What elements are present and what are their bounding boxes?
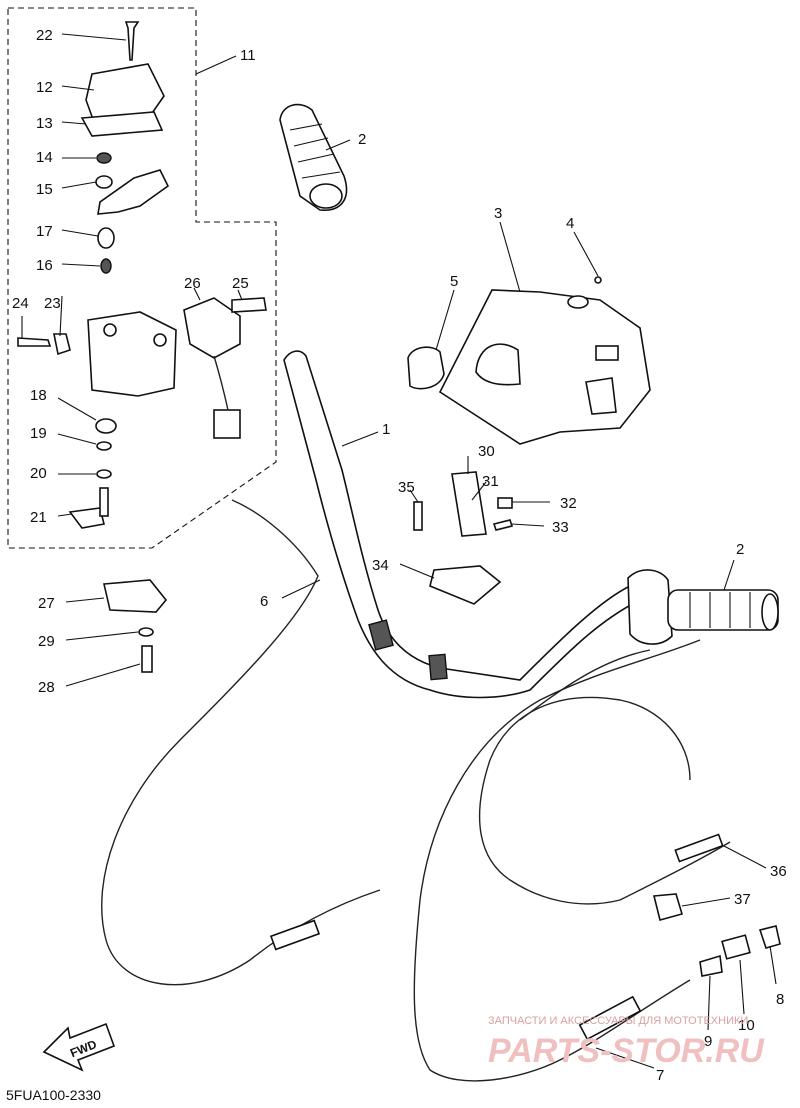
adjuster-10 xyxy=(721,934,751,960)
nut-8 xyxy=(758,925,781,949)
callout-34: 34 xyxy=(372,557,389,574)
callout-31: 31 xyxy=(482,473,499,490)
callout-16: 16 xyxy=(36,257,53,274)
watermark-line1: ЗАПЧАСТИ И АКСЕССУАРЫ ДЛЯ МОТОТЕХНИКИ xyxy=(488,1015,748,1027)
callout-11: 11 xyxy=(240,47,256,64)
adjuster-lower-right xyxy=(578,995,642,1041)
diagram-code: 5FUA100-2330 xyxy=(6,1087,101,1103)
callout-35: 35 xyxy=(398,479,415,496)
callout-14: 14 xyxy=(36,149,53,166)
left-grip xyxy=(279,103,348,211)
callout-9: 9 xyxy=(704,1033,712,1050)
callout-4: 4 xyxy=(566,215,574,232)
callout-10: 10 xyxy=(738,1017,755,1034)
callout-20: 20 xyxy=(30,465,47,482)
callout-17: 17 xyxy=(36,223,53,240)
callout-22: 22 xyxy=(36,27,53,44)
screw-4 xyxy=(594,276,602,284)
callout-13: 13 xyxy=(36,115,53,132)
callout-30: 30 xyxy=(478,443,495,460)
callout-32: 32 xyxy=(560,495,577,512)
callout-18: 18 xyxy=(30,387,47,404)
callout-2-top: 2 xyxy=(358,131,366,148)
callout-21: 21 xyxy=(30,509,47,526)
watermark-line2: PARTS-STOR.RU xyxy=(488,1032,765,1070)
leader-lines xyxy=(21,33,777,1069)
fwd-arrow-icon: FWD xyxy=(42,1022,116,1072)
lever-bracket xyxy=(413,471,514,605)
switch-housing xyxy=(87,297,241,439)
callout-6: 6 xyxy=(260,593,268,610)
callout-15: 15 xyxy=(36,181,53,198)
callout-23: 23 xyxy=(44,295,61,312)
cable-6 xyxy=(101,499,381,986)
callout-2-right: 2 xyxy=(736,541,744,558)
callout-26: 26 xyxy=(184,275,201,292)
group-boundary-11 xyxy=(7,7,277,549)
cable-36 xyxy=(478,696,731,905)
callout-3: 3 xyxy=(494,205,502,222)
cable-upper xyxy=(519,649,651,721)
callout-numbers: 22 11 12 13 14 15 17 16 24 23 26 25 18 1… xyxy=(12,27,787,1084)
callout-36: 36 xyxy=(770,863,787,880)
callout-8: 8 xyxy=(776,991,784,1008)
watermark: ЗАПЧАСТИ И АКСЕССУАРЫ ДЛЯ МОТОТЕХНИКИ PA… xyxy=(488,1015,765,1070)
callout-1: 1 xyxy=(382,421,390,438)
callout-24: 24 xyxy=(12,295,29,312)
adjuster-lower-left xyxy=(269,919,321,951)
clamp-37 xyxy=(652,893,684,921)
callout-12: 12 xyxy=(36,79,53,96)
callout-19: 19 xyxy=(30,425,47,442)
callout-29: 29 xyxy=(38,633,55,650)
callout-37: 37 xyxy=(734,891,751,908)
callout-33: 33 xyxy=(552,519,569,536)
callout-7: 7 xyxy=(656,1067,664,1084)
spring-9 xyxy=(699,954,723,977)
adjuster-36 xyxy=(674,833,724,863)
meter-lens xyxy=(407,346,445,390)
callout-27: 27 xyxy=(38,595,55,612)
callout-25: 25 xyxy=(232,275,249,292)
right-grip xyxy=(627,569,779,645)
callout-28: 28 xyxy=(38,679,55,696)
left-hardware xyxy=(17,21,267,673)
callout-5: 5 xyxy=(450,273,458,290)
handlebar-cover xyxy=(438,289,651,445)
